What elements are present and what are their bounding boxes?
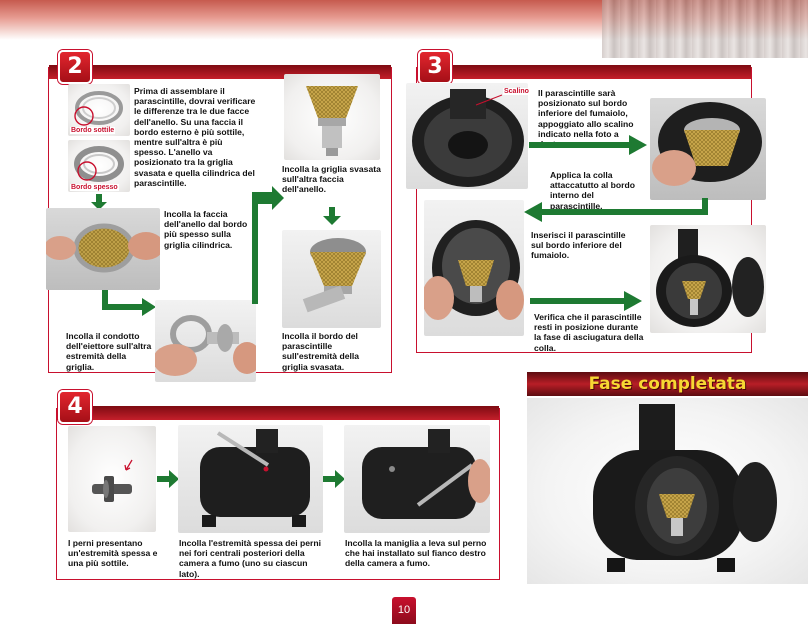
step-3-number: 3 bbox=[418, 50, 452, 84]
step-3-header-bar bbox=[417, 65, 751, 79]
smokebox-open-icon bbox=[656, 229, 764, 327]
arrow-up-right-icon bbox=[252, 186, 284, 304]
hand-ring-grid-icon bbox=[46, 223, 160, 273]
hand-arrester-icon bbox=[652, 102, 762, 186]
ring-thick-icon bbox=[74, 146, 124, 182]
photo-flared-grid bbox=[284, 74, 380, 160]
photo-glue-ejector-tube bbox=[155, 300, 256, 382]
step-4-header-bar bbox=[57, 406, 499, 420]
arrow-corner-left-icon bbox=[524, 198, 708, 222]
step-2-glue-flared-text: Incolla la griglia svasata sull'altra fa… bbox=[282, 164, 381, 195]
photo-apply-glue-arrester bbox=[650, 98, 766, 200]
arrow-right-icon bbox=[529, 135, 647, 155]
pin-icon bbox=[92, 459, 133, 502]
step-4-pins-text: I perni presentano un'estremità spessa e… bbox=[68, 538, 158, 569]
photo-insert-arrester bbox=[424, 200, 524, 336]
arrow-right-icon-3 bbox=[157, 470, 179, 488]
photo-ring-thick-edge bbox=[68, 140, 130, 192]
step-2-glue-ejector-text: Incolla il condotto dell'eiettore sull'a… bbox=[66, 331, 152, 372]
step-3-glue-text: Applica la colla attaccatutto al bordo i… bbox=[550, 170, 635, 211]
photo-glue-lever bbox=[344, 425, 490, 533]
smokebox-pins-icon bbox=[200, 429, 310, 527]
insert-arrester-icon bbox=[424, 220, 524, 320]
photo-glue-pins-smokebox bbox=[178, 425, 323, 533]
page-number: 10 bbox=[392, 597, 416, 624]
smokebox-lever-icon bbox=[362, 429, 490, 519]
flared-grid-icon bbox=[306, 86, 358, 156]
arrow-down-icon bbox=[91, 194, 107, 210]
photo-completed-smokebox bbox=[527, 398, 808, 584]
header-machinery-image bbox=[602, 0, 808, 58]
spark-arrester-edge-icon bbox=[302, 238, 366, 313]
photo-glue-ring-on-grid bbox=[46, 208, 160, 290]
chimney-step-icon bbox=[412, 89, 524, 187]
step-4-glue-lever-text: Incolla la maniglia a leva sul perno che… bbox=[345, 538, 487, 569]
label-bordo-spesso: Bordo spesso bbox=[70, 184, 119, 191]
arrow-corner-right-icon bbox=[102, 290, 156, 316]
photo-arrester-drying bbox=[650, 225, 766, 333]
arrow-right-icon-2 bbox=[530, 291, 642, 311]
step-3-check-text: Verifica che il parascintille resti in p… bbox=[534, 312, 644, 353]
hand-tube-ring-icon bbox=[155, 315, 256, 376]
fase-completata-banner: Fase completata bbox=[527, 372, 808, 396]
label-bordo-sottile: Bordo sottile bbox=[70, 127, 116, 134]
step-3-insert-text: Inserisci il parascintille sul bordo inf… bbox=[531, 230, 626, 261]
step-2-number: 2 bbox=[58, 50, 92, 84]
fase-completata-title: Fase completata bbox=[588, 374, 747, 394]
photo-pins bbox=[68, 426, 156, 532]
step-4-glue-pins-text: Incolla l'estremità spessa dei perni nei… bbox=[179, 538, 321, 579]
step-2-glue-edge-text: Incolla il bordo del parascintille sull'… bbox=[282, 331, 360, 372]
arrow-down-icon-2 bbox=[323, 207, 341, 225]
step-4-number: 4 bbox=[58, 390, 92, 424]
step-2-intro-text: Prima di assemblare il parascintille, do… bbox=[134, 86, 256, 188]
step-2-glue-ring-text: Incolla la faccia dell'anello dal bordo … bbox=[164, 209, 248, 250]
label-scalino: Scalino bbox=[503, 88, 530, 95]
photo-chimney-step bbox=[406, 83, 528, 189]
completed-smokebox-icon bbox=[593, 404, 777, 572]
ring-thin-icon bbox=[74, 91, 123, 126]
header-band bbox=[0, 0, 808, 58]
photo-spark-arrester-edge bbox=[282, 230, 381, 328]
arrow-right-icon-4 bbox=[323, 470, 345, 488]
